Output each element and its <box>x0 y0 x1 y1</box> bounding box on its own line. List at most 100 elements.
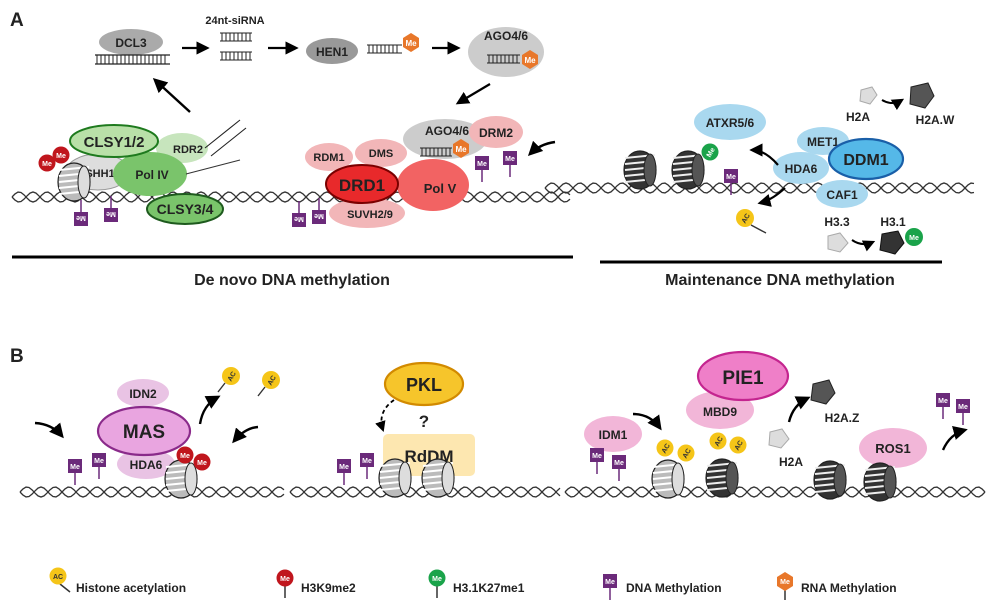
svg-text:Me: Me <box>505 156 515 163</box>
pie1-node <box>696 350 790 402</box>
svg-text:Me: Me <box>780 579 790 586</box>
pol-v-complex: RDM1 DMS SUVH2/9 Pol V DRD1 AGO4/6 Me DR… <box>305 116 556 228</box>
ac-mark-b1a <box>222 367 240 385</box>
nucleosome <box>421 458 455 498</box>
svg-text:Me: Me <box>294 215 304 222</box>
arrow-h33-h31 <box>851 239 876 252</box>
dna-methyl-mark: Me <box>503 151 517 177</box>
arrow-pol5-incoming <box>527 140 556 157</box>
sirna-duplexes <box>220 32 252 61</box>
maintenance-caption: Maintenance DNA methylation <box>665 272 895 289</box>
dna-methyl-mark: Me <box>590 448 604 474</box>
svg-text:Me: Me <box>614 460 624 467</box>
dna-methyl-mark: Me <box>68 459 82 485</box>
drd1-label: DRD1 <box>339 176 385 195</box>
svg-text:Me: Me <box>477 161 487 168</box>
dna-strand <box>11 191 571 203</box>
svg-text:AC: AC <box>661 443 672 455</box>
dna-methyl-mark: Me <box>612 455 626 481</box>
svg-text:Me: Me <box>76 214 86 221</box>
ac-mark: AC <box>677 444 695 462</box>
ac-mark: AC <box>709 432 727 450</box>
legend-label: H3.1K27me1 <box>453 581 525 595</box>
rna-methyl-mark-3 <box>453 139 469 158</box>
svg-text:Me: Me <box>106 210 116 217</box>
pol4-label: Pol IV <box>135 168 168 182</box>
rna-methyl-mark-2-label: Me <box>524 56 536 65</box>
dna-methyl-mark: Me <box>292 201 306 227</box>
idm1-label: IDM1 <box>599 428 628 442</box>
pol4-node <box>113 152 187 196</box>
arrow-b1-right <box>232 425 259 444</box>
svg-text:Me: Me <box>314 212 324 219</box>
svg-text:AC: AC <box>714 436 725 448</box>
ago46-mid-label: AGO4/6 <box>425 124 469 138</box>
h31k27-mark: Me <box>701 143 719 161</box>
svg-text:AC: AC <box>682 448 693 460</box>
h2a-label-a: H2A <box>846 110 870 124</box>
svg-text:Me: Me <box>432 576 442 583</box>
h2az-histone <box>810 379 836 405</box>
rna-methyl-mark-3-label: Me <box>455 145 467 154</box>
arrow-idm1 <box>632 412 662 431</box>
svg-text:Me: Me <box>706 147 717 159</box>
nucleosome <box>813 460 847 500</box>
svg-text:Me: Me <box>70 464 80 471</box>
hen1-node <box>306 38 358 64</box>
de-novo-caption: De novo DNA methylation <box>194 272 390 289</box>
dna-methyl-mark: Me <box>312 198 326 224</box>
dna-methyl-mark: Me <box>956 399 970 425</box>
h2a-label-b: H2A <box>779 455 803 469</box>
svg-text:Me: Me <box>56 153 66 160</box>
ac-mark-b1b-label: AC <box>267 375 278 387</box>
arrow-up-to-dcl3 <box>152 78 191 113</box>
mas-label: MAS <box>123 422 165 443</box>
arrow-b1-left <box>34 421 64 439</box>
svg-text:Me: Me <box>180 453 190 460</box>
ac-mark-maint <box>736 209 754 227</box>
legend-label: H3K9me2 <box>301 581 356 595</box>
panel-label-a: A <box>10 10 24 31</box>
mas-node <box>96 405 192 457</box>
ac-mark-maint-label: AC <box>741 213 752 225</box>
drm2-label: DRM2 <box>479 126 513 140</box>
dna-methyl-mark: Me <box>724 169 738 195</box>
maintenance-pathway: ATXR5/6 MET1 HDA6 CAF1 DDM1 H2A H2A.W H3… <box>694 82 955 255</box>
pkl-node <box>383 361 465 407</box>
nucleosome <box>164 459 198 499</box>
svg-text:Me: Me <box>592 453 602 460</box>
ac-mark-b1a-label: AC <box>227 371 238 383</box>
met1-label: MET1 <box>807 135 839 149</box>
rdr2-label: RDR2 <box>173 144 203 156</box>
pol-iv-complex: RDR2 SHH1 Pol IV CLSY1/2 CLSY3/4 <box>65 119 247 225</box>
dna-methyl-mark: Me <box>92 453 106 479</box>
rdm1-node <box>305 143 353 171</box>
dna-strand <box>289 486 561 498</box>
rdr2-dsrna <box>204 119 247 157</box>
h2a-histone-a <box>859 86 878 105</box>
h2aw-label: H2A.W <box>916 113 955 127</box>
dna-strand <box>544 182 975 194</box>
ago46-mid-sirna <box>420 147 452 157</box>
svg-text:Me: Me <box>938 398 948 405</box>
ac-mark-b1a-stem <box>217 382 226 393</box>
caf1-node <box>816 180 868 208</box>
nucleosome <box>378 458 412 498</box>
pol4-transcript <box>185 159 241 175</box>
hda6-b-label: HDA6 <box>130 458 163 472</box>
arrow-hda6-ac <box>757 187 786 207</box>
dcl3-node <box>99 29 163 55</box>
dna-methyl-mark: Me <box>104 196 118 222</box>
question-mark: ? <box>419 412 429 431</box>
clsy12-node <box>69 124 159 158</box>
hda6-b-node <box>117 449 175 479</box>
legend-label: RNA Methylation <box>801 581 897 595</box>
legend-label: DNA Methylation <box>626 581 722 595</box>
idn2-node <box>117 379 169 407</box>
